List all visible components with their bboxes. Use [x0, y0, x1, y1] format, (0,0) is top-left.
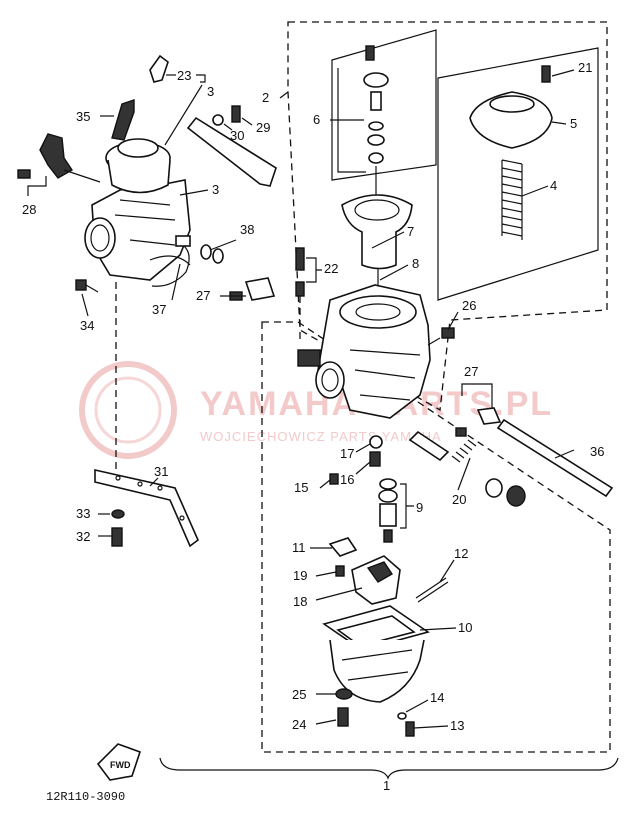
washer-30 — [212, 114, 224, 126]
bracket-27b — [476, 407, 502, 425]
watermark-subtext: WOJCIECHOWICZ PARTS YAMAHA — [200, 429, 442, 444]
callout-labels: 1 2 3 3 4 5 6 7 8 9 10 11 12 13 14 15 16… — [22, 60, 604, 793]
left-carburetor — [84, 138, 191, 287]
nut-33 — [111, 509, 125, 519]
callout-22: 22 — [324, 261, 338, 276]
callout-17: 17 — [340, 446, 354, 461]
float-pin-12 — [415, 577, 447, 599]
linkage-20 — [408, 430, 526, 507]
o-ring-14 — [397, 712, 407, 720]
callout-10: 10 — [458, 620, 472, 635]
fwd-label: FWD — [110, 760, 131, 770]
bolt-29 — [231, 105, 241, 123]
jet-stack-9 — [378, 478, 398, 543]
bracket-27a — [244, 277, 276, 301]
callout-33: 33 — [76, 506, 90, 521]
callout-21: 21 — [578, 60, 592, 75]
left-carburetor-intake — [84, 217, 116, 259]
screw-24 — [337, 707, 349, 727]
assembly-2-outline — [287, 21, 608, 412]
screw-21 — [541, 65, 551, 83]
callout-25: 25 — [292, 687, 306, 702]
callout-28: 28 — [22, 202, 36, 217]
callout-6: 6 — [313, 112, 320, 127]
fwd-arrow-icon: FWD — [96, 743, 142, 781]
screw-28 — [17, 169, 31, 179]
callout-26: 26 — [462, 298, 476, 313]
callout-27b: 27 — [464, 364, 478, 379]
connecting-pipe — [186, 116, 277, 187]
callout-2: 2 — [262, 90, 269, 105]
right-carburetor-intake — [315, 361, 345, 399]
callout-34: 34 — [80, 318, 94, 333]
screw-top — [365, 45, 375, 61]
cable-bracket — [149, 54, 169, 83]
choke-lever — [39, 133, 73, 179]
callout-32: 32 — [76, 529, 90, 544]
callout-14: 14 — [430, 690, 444, 705]
vacuum-piston — [341, 194, 413, 270]
screw-15 — [329, 473, 339, 485]
watermark-logo — [79, 361, 177, 459]
callout-23: 23 — [177, 68, 191, 83]
cap-box — [437, 47, 599, 301]
callout-29: 29 — [256, 120, 270, 135]
callout-7: 7 — [407, 224, 414, 239]
screw-34 — [75, 279, 99, 293]
top-cover-box — [331, 29, 437, 181]
o-ring-38 — [200, 244, 212, 260]
callout-3b: 3 — [212, 182, 219, 197]
clip-17 — [369, 435, 383, 449]
part-code: 12R110-3090 — [46, 790, 125, 804]
callout-37: 37 — [152, 302, 166, 317]
callout-19: 19 — [293, 568, 307, 583]
drain-screw-13 — [405, 721, 415, 737]
callout-20: 20 — [452, 492, 466, 507]
assembly-1-outline — [261, 321, 611, 753]
callout-15: 15 — [294, 480, 308, 495]
screw-26 — [441, 327, 455, 339]
fuel-hose — [151, 241, 190, 287]
callout-18: 18 — [293, 594, 307, 609]
callout-35: 35 — [76, 109, 90, 124]
throttle-link — [111, 99, 135, 141]
callout-5: 5 — [570, 116, 577, 131]
screw-19 — [335, 565, 345, 577]
float-valve-11 — [328, 537, 358, 557]
screw-32 — [111, 527, 123, 547]
float-bowl — [322, 605, 430, 703]
callout-30: 30 — [230, 128, 244, 143]
right-carburetor — [297, 284, 431, 419]
screw-22b — [295, 281, 305, 297]
callout-4: 4 — [550, 178, 557, 193]
bracket-1 — [159, 757, 619, 780]
screw-22a — [295, 247, 305, 271]
piston-spring — [501, 159, 523, 240]
bracket-plate-31 — [94, 469, 199, 548]
callout-27a: 27 — [196, 288, 210, 303]
leader-lines — [27, 68, 575, 729]
callout-13: 13 — [450, 718, 464, 733]
callout-24: 24 — [292, 717, 306, 732]
callout-16: 16 — [340, 472, 354, 487]
callout-31: 31 — [154, 464, 168, 479]
nut-25 — [335, 688, 353, 700]
callout-8: 8 — [412, 256, 419, 271]
jet-16 — [369, 451, 381, 467]
callout-38: 38 — [240, 222, 254, 237]
needle-assembly — [363, 45, 389, 200]
callout-11: 11 — [292, 540, 306, 555]
callout-9: 9 — [416, 500, 423, 515]
callout-36: 36 — [590, 444, 604, 459]
subassembly-outlines — [159, 21, 619, 780]
callout-12: 12 — [454, 546, 468, 561]
callout-3a: 3 — [207, 84, 214, 99]
callout-1: 1 — [383, 778, 390, 793]
